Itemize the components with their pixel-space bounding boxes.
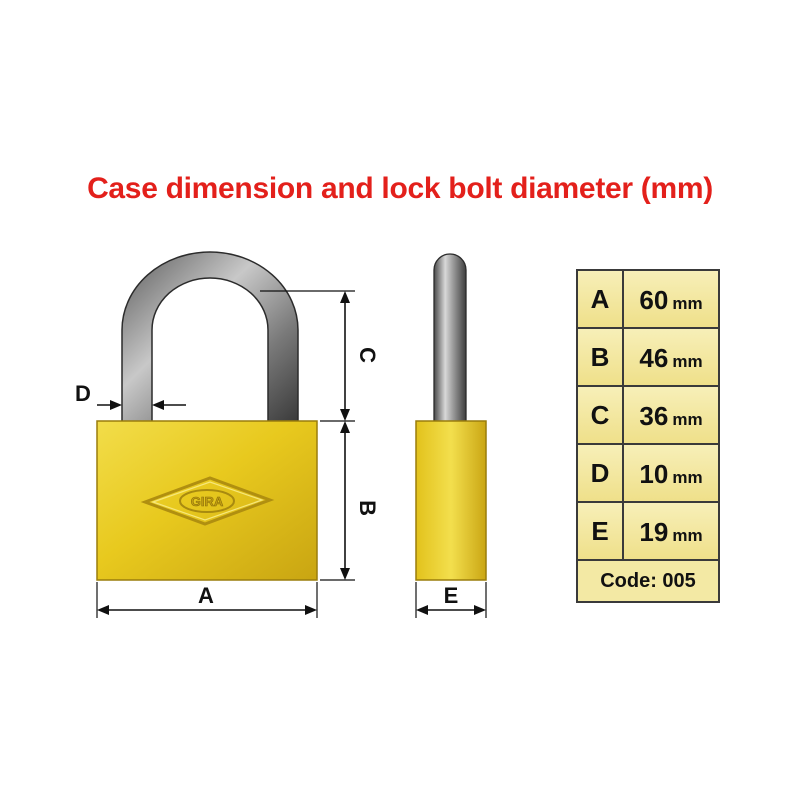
label-b: B [355,500,380,516]
label-d: D [75,381,91,406]
spec-row-b: B 46 mm [578,329,718,387]
label-e: E [444,583,459,608]
front-shackle [121,251,299,423]
spec-key: E [578,503,624,559]
dimension-e: E [415,582,487,618]
spec-row-d: D 10 mm [578,445,718,503]
brand-text: GIRA [191,494,224,509]
product-code: Code: 005 [578,561,718,601]
spec-value-cell: 36 mm [624,387,718,443]
side-shackle [433,253,467,423]
spec-value: 10 [639,459,669,489]
spec-key: D [578,445,624,501]
spec-row-c: C 36 mm [578,387,718,445]
spec-value: 60 [639,285,669,315]
spec-unit: mm [672,294,703,313]
spec-table: A 60 mm B 46 mm C 36 mm D 10 mm E 19 mm … [576,269,720,603]
spec-value-cell: 19 mm [624,503,718,559]
dimension-d: D [75,381,186,410]
brand-emblem: GIRA [140,476,275,526]
page-title: Case dimension and lock bolt diameter (m… [87,172,713,205]
spec-value: 36 [639,401,669,431]
spec-key: B [578,329,624,385]
dimension-a: A [96,582,318,618]
spec-unit: mm [672,526,703,545]
spec-value-cell: 46 mm [624,329,718,385]
spec-row-e: E 19 mm [578,503,718,561]
label-a: A [198,583,214,608]
spec-unit: mm [672,352,703,371]
spec-key: C [578,387,624,443]
spec-value-cell: 60 mm [624,271,718,327]
spec-key: A [578,271,624,327]
dimension-c: C [260,290,380,422]
front-body [96,420,318,581]
spec-value: 19 [639,517,669,547]
spec-value-cell: 10 mm [624,445,718,501]
spec-value: 46 [639,343,669,373]
label-c: C [355,347,380,363]
dimension-b: B [320,421,380,581]
spec-row-a: A 60 mm [578,271,718,329]
spec-unit: mm [672,468,703,487]
side-body [415,420,487,581]
spec-unit: mm [672,410,703,429]
